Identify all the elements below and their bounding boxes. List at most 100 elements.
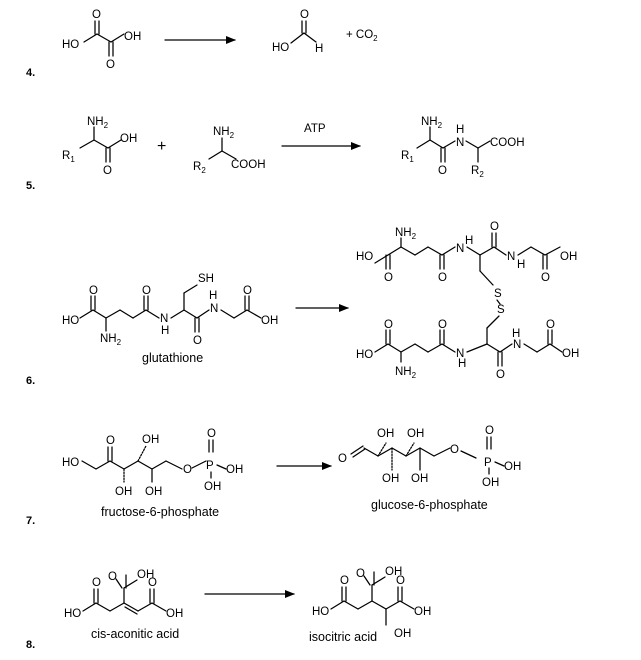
reaction-number-7: 7. [26,515,35,527]
dipeptide: NH2 R1 O H N COOH R2 [401,116,525,179]
atom-label: NH2 [100,333,122,347]
atom-label: H [161,325,169,337]
fructose-6-phosphate-molecule: HO O OH OH OH O O P OH OH [62,428,243,498]
atom-label: O [338,453,347,465]
atom-label: OH [124,31,141,43]
atom-label: OH [226,464,243,476]
atom-label: OH [411,473,428,485]
atom-label: NH2 [395,227,417,241]
atom-label: OH [166,608,183,620]
atom-label: N [507,251,515,263]
atom-label: O [300,9,309,21]
atom-label: NH2 [421,116,443,130]
atom-label: HO [272,42,289,54]
atom-label: H [456,124,464,136]
atom-label: OH [414,606,431,618]
atp-label: ATP [304,123,326,135]
atom-label: N [210,303,218,315]
atom-label: HO [64,608,81,620]
atom-label: O [183,464,192,476]
atom-label: O [496,369,505,381]
atom-label: HO [62,315,79,327]
atom-label: H [458,358,466,370]
atom-label: O [396,575,405,587]
atom-label: OH [261,315,278,327]
cis-aconitic-acid-molecule: HO O O OH O OH [64,569,183,620]
atom-label: P [206,460,214,472]
atom-label: O [108,571,117,583]
atom-label: OH [137,569,154,581]
atom-label: H [512,328,520,340]
atom-label: HO [62,457,79,469]
atom-label: OH [377,428,394,440]
atom-label: OH [385,566,402,578]
formic-acid: HO H O [272,9,323,55]
atom-label: H [517,259,525,271]
reaction-number-4: 4. [26,67,35,79]
atom-label: COOH [231,159,266,171]
isocitric-acid-molecule: HO O O OH O OH OH [312,566,431,640]
atom-label: HO [356,251,373,263]
atom-label: H [315,43,323,55]
atom-label: O [490,221,499,233]
oxalic-acid: HO OH O O [62,9,141,71]
atom-label: O [106,59,115,71]
atom-label: O [438,319,447,331]
glucose-caption: glucose-6-phosphate [371,498,488,512]
atom-label: OH [145,486,162,498]
atom-label: O [541,272,550,284]
atom-label: HO [312,606,329,618]
atom-label: O [438,165,447,177]
reaction-6: 6. HO O NH2 [26,221,579,387]
atom-label: O [92,9,101,21]
atom-label: COOH [490,137,525,149]
atom-label: O [207,428,216,440]
reaction-4: 4. HO OH O O HO H O + CO2 [26,9,378,79]
atom-label: N [456,137,464,149]
atom-label: O [106,435,115,447]
glutathione-disulfide: HO O NH2 O N H O N H O OH S S [356,221,579,381]
atom-label: O [193,335,202,347]
atom-label: O [384,272,393,284]
atom-label: O [356,568,365,580]
glucose-6-phosphate-molecule: O OH OH OH OH O O P OH OH [338,425,521,489]
amino-acid-1: NH2 OH O R1 [62,116,137,177]
atom-label: NH2 [213,126,235,140]
atom-label: R2 [471,165,484,179]
reaction-number-8: 8. [26,639,35,651]
glutathione-molecule: HO O NH2 O N H SH O H N O OH [62,273,278,347]
glutathione-caption: glutathione [142,351,203,365]
cis-aconitic-caption: cis-aconitic acid [91,627,179,641]
atom-label: H [465,235,473,247]
atom-label: R1 [401,150,414,164]
atom-label: O [103,165,112,177]
atom-label: N [456,243,464,255]
atom-label: O [450,444,459,456]
atom-label: N [513,339,521,351]
atom-label: OH [115,486,132,498]
reaction-5: 5. NH2 OH O R1 + NH2 R2 COOH ATP [26,116,525,192]
atom-label: O [89,285,98,297]
atom-label: S [494,288,502,300]
isocitric-caption: isocitric acid [309,630,377,644]
atom-label: O [384,319,393,331]
atom-label: OH [482,477,499,489]
atom-label: N [160,313,168,325]
atom-label: SH [198,273,214,285]
reaction-7: 7. HO O OH OH OH O O P [26,425,521,527]
atom-label: O [243,285,252,297]
atom-label: OH [382,473,399,485]
atom-label: O [485,425,494,437]
atom-label: OH [560,251,577,263]
reaction-8: 8. HO O O OH O OH cis-aconitic acid [26,566,431,651]
atom-label: NH2 [395,366,417,380]
plus-sign: + [157,138,166,155]
atom-label: O [546,319,555,331]
atom-label: OH [142,434,159,446]
atom-label: HO [356,349,373,361]
atom-label: R2 [193,161,206,175]
co2-label: + CO2 [346,29,378,43]
atom-label: NH2 [87,116,109,130]
atom-label: O [438,272,447,284]
